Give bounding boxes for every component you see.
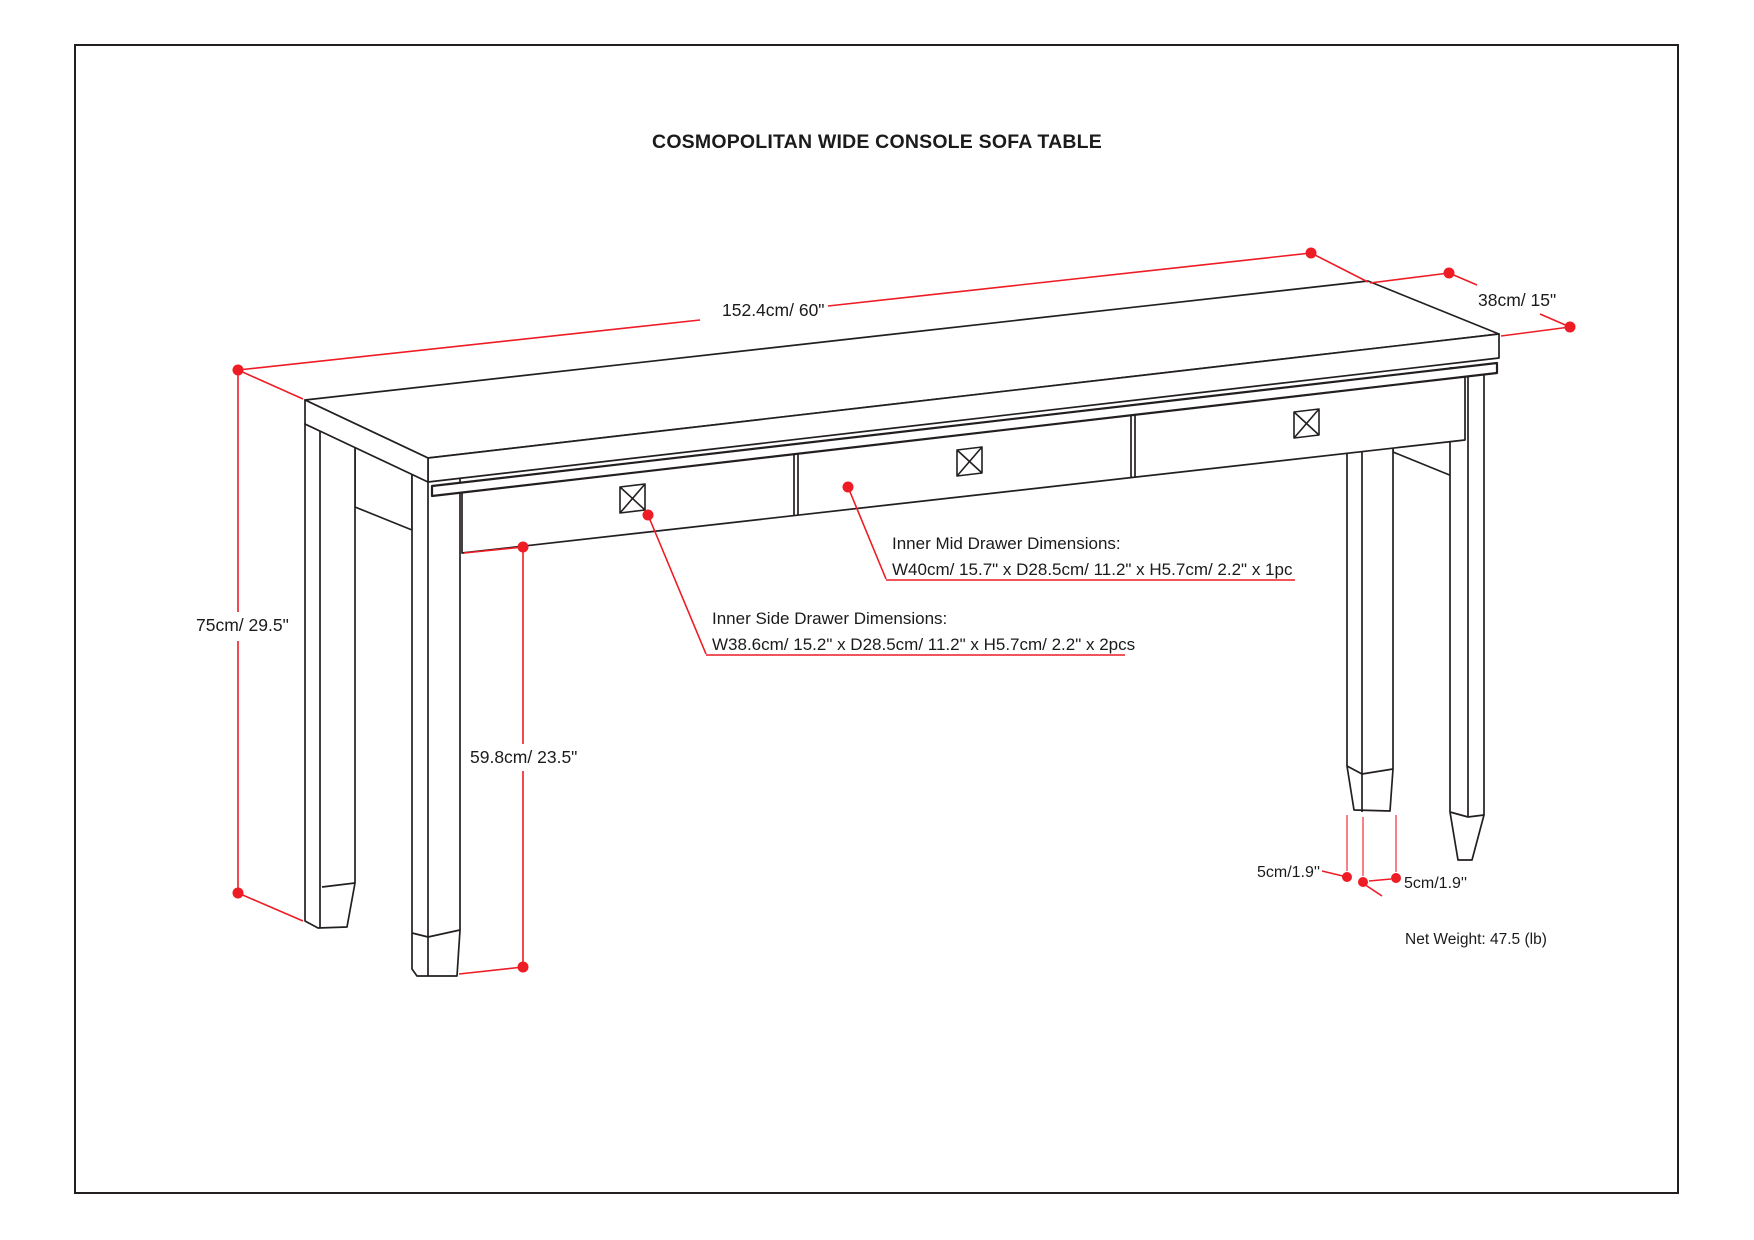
drawer-knob-right (1293, 408, 1320, 439)
callout-leader-mid-drawer (842, 481, 1295, 581)
dim-endpoint-dot (517, 961, 529, 973)
dimension-floor-to-apron (458, 541, 529, 975)
callout-leader-side-drawer (642, 509, 1125, 656)
tabletop (304, 280, 1500, 498)
tabletop-sub-tier (430, 361, 1499, 498)
callout-mid-drawer-value: W40cm/ 15.7" x D28.5cm/ 11.2" x H5.7cm/ … (892, 560, 1293, 579)
dim-endpoint-dot (1564, 321, 1576, 333)
dim-endpoint-dot (517, 541, 529, 553)
dim-endpoint-dot (1443, 267, 1455, 279)
callout-side-drawer-title: Inner Side Drawer Dimensions: (712, 609, 947, 628)
tabletop-left-edge (304, 399, 429, 483)
dim-endpoint-dot (232, 887, 244, 899)
label-overall-height: 75cm/ 29.5" (196, 615, 289, 635)
sheet-border (74, 44, 1679, 1194)
dim-endpoint-dot (1305, 247, 1317, 259)
leg-back-left (304, 423, 356, 929)
leg-front-left (411, 467, 461, 977)
dimension-annotations (232, 247, 1576, 975)
table-drawing (304, 280, 1500, 977)
page-title: COSMOPOLITAN WIDE CONSOLE SOFA TABLE (652, 131, 1102, 153)
label-overall-width: 152.4cm/ 60" (722, 300, 825, 320)
dimension-overall-depth (1369, 267, 1576, 337)
dim-endpoint-dot (1391, 873, 1401, 883)
dimension-foot-width (1321, 815, 1401, 897)
dim-endpoint-dot (1358, 877, 1368, 887)
dimension-overall-width (232, 247, 1369, 400)
callout-side-drawer-value: W38.6cm/ 15.2" x D28.5cm/ 11.2" x H5.7cm… (712, 635, 1135, 654)
callout-mid-drawer-title: Inner Mid Drawer Dimensions: (892, 534, 1121, 553)
dimension-overall-height (232, 370, 304, 922)
label-floor-to-apron: 59.8cm/ 23.5" (470, 747, 577, 767)
leg-back-right (1346, 439, 1394, 812)
label-foot-width-right: 5cm/1.9'' (1404, 875, 1467, 892)
net-weight-label: Net Weight: 47.5 (lb) (1405, 931, 1547, 948)
drawer-knob-mid (956, 446, 983, 477)
dim-endpoint-dot (1342, 872, 1352, 882)
drawer-knob-left (619, 483, 646, 514)
label-foot-width-left: 5cm/1.9'' (1257, 864, 1320, 881)
label-overall-depth: 38cm/ 15" (1478, 290, 1556, 310)
